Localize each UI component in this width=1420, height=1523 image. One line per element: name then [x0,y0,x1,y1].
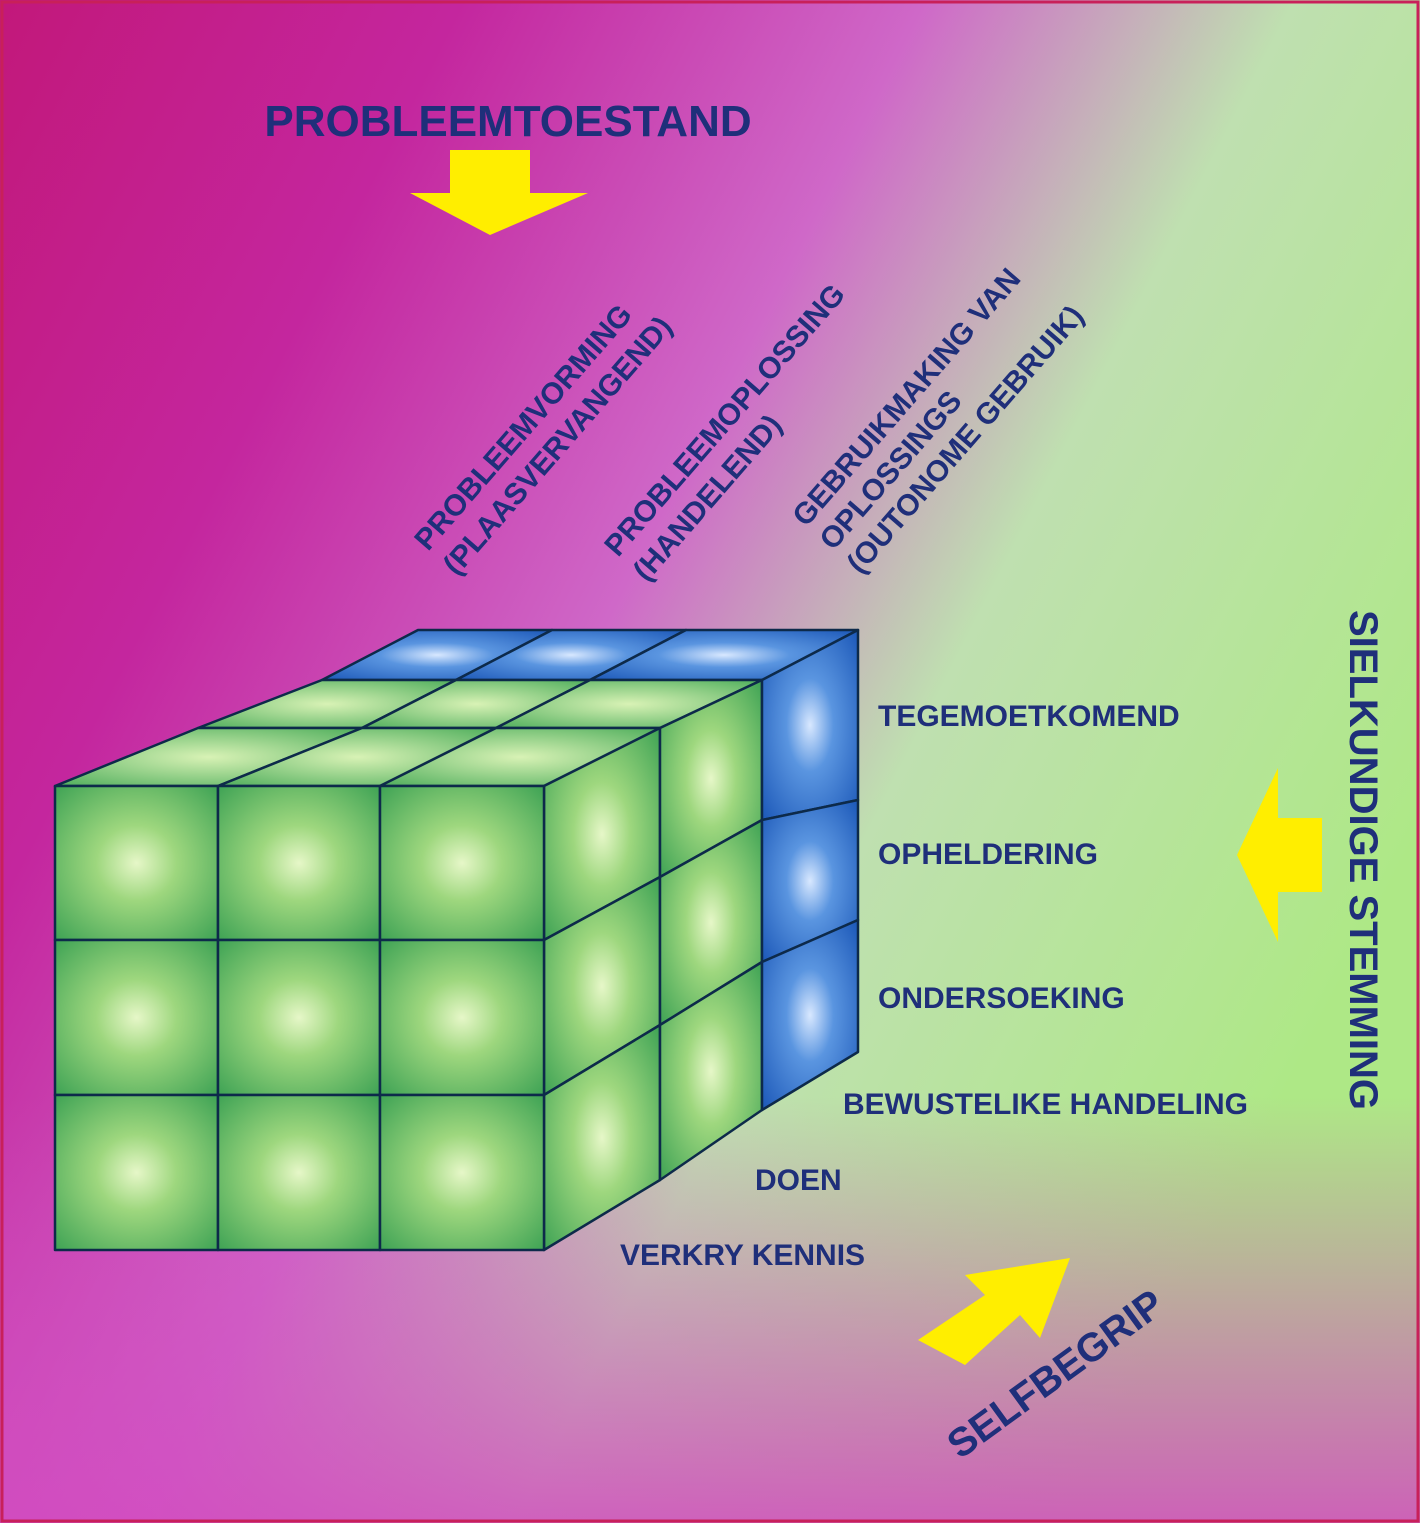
cube-front-cell [216,938,382,1097]
down-arrow-icon [410,150,588,235]
cube-side-cell [760,918,860,1112]
diagonal-arrow-icon [918,1258,1070,1365]
row-label-tegemoetkomend: TEGEMOETKOMEND [878,700,1180,733]
cube-front-cell [378,938,546,1097]
depth-label-bewustelike-handeling: BEWUSTELIKE HANDELING [843,1088,1248,1121]
depth-label-doen: DOEN [755,1164,842,1197]
right-axis-title: SIELKUNDIGE STEMMING [1341,610,1385,1110]
cube [53,628,860,1252]
cube-front-cell [53,938,220,1097]
row-label-opheldering: OPHELDERING [878,838,1098,871]
cube-front-cell [378,1093,546,1252]
left-arrow-icon [1237,768,1322,942]
cube-front-cell [378,784,546,942]
cube-front-cell [216,1093,382,1252]
cube-front-cell [216,784,382,942]
row-label-ondersoeking: ONDERSOEKING [878,982,1125,1015]
depth-label-verkry-kennis: VERKRY KENNIS [620,1239,865,1272]
cube-front-cell [53,784,220,942]
diagram-title: PROBLEEMTOESTAND [264,97,751,146]
cube-front-cell [53,1093,220,1252]
